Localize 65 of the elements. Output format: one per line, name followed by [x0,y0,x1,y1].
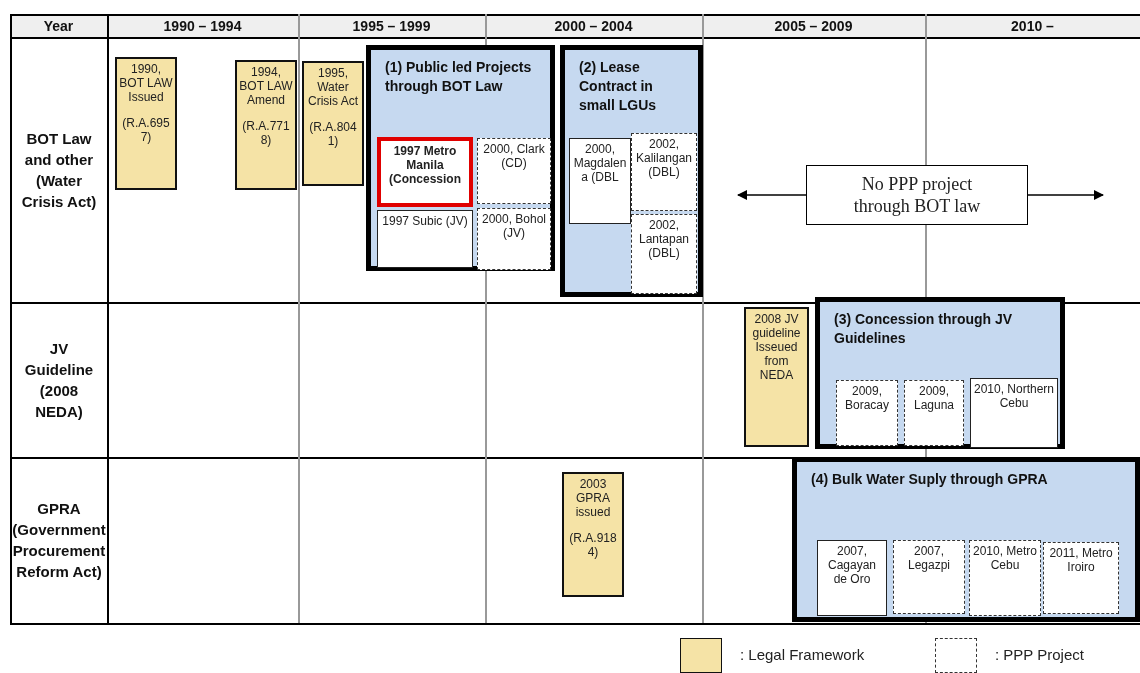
legal-framework-box [302,61,364,186]
box-text: (R.A.6957) [121,116,171,144]
box-text: 2000, Magdalena (DBL [572,142,628,184]
legend-label: : PPP Project [995,646,1084,663]
legend-label: : Legal Framework [740,646,865,663]
group-title: (1) Public led Projects through BOT Law [385,58,533,96]
row-header: BOT Law and other (Water Crisis Act) [20,128,98,212]
project-box [969,540,1041,616]
arrow [1027,190,1104,200]
group-title: (4) Bulk Water Suply through GPRA [811,470,1048,489]
column-header: 1990 – 1994 [163,16,242,36]
column-header: 1995 – 1999 [352,16,431,36]
project-box [893,540,965,614]
box-text: (R.A.7718) [241,119,291,147]
box-text: 1990, BOT LAW Issued [119,62,173,104]
box-text: 2011, Metro Iroiro [1048,546,1114,574]
box-text: (R.A.9184) [568,531,618,559]
box-text: 2002, Lantapan (DBL) [637,218,691,260]
arrow [737,190,807,200]
project-box [631,214,697,294]
box-text: (R.A.8041) [308,120,358,148]
box-text: 2010, Metro Cebu [972,544,1038,572]
project-box [631,133,697,211]
row-header: JV Guideline (2008 NEDA) [23,338,95,422]
group-title: (3) Concession through JV Guidelines [834,310,1014,348]
note-box [806,165,1028,225]
column-header: Year [43,16,74,36]
project-box [477,138,551,204]
box-text: 2000, Clark (CD) [482,142,546,170]
box-text: 2002, Kalilangan (DBL) [634,137,693,179]
project-box [377,137,473,207]
project-group-panel [366,45,555,271]
legal-framework-box [562,472,624,597]
project-group-panel [792,457,1140,622]
box-text: 2007, Cagayan de Oro [826,544,877,586]
box-text: 2010, Northern Cebu [973,382,1055,410]
box-text: 1994, BOT LAW Amend [239,65,293,107]
project-box [904,380,964,446]
group-title: (2) Lease Contract in small LGUs [579,58,658,115]
project-box [817,540,887,616]
box-text: 1997 Subic (JV) [382,214,468,228]
project-box [377,210,473,268]
column-header: 2005 – 2009 [774,16,853,36]
box-text: 2003 GPRA issued [574,477,612,519]
project-group-panel [560,45,703,297]
legal-framework-box [235,60,297,190]
box-text: 2007, Legazpi [906,544,951,572]
box-text: 2000, Bohol (JV) [480,212,548,240]
project-box [1043,542,1119,614]
project-box [477,208,551,270]
box-text: 1995, Water Crisis Act [307,66,359,108]
legal-framework-box [115,57,177,190]
box-text: 2009, Boracay [844,384,890,412]
column-header: 2010 – [1011,16,1054,36]
box-text: 1997 Metro Manila (Concession [388,144,462,186]
project-box [836,380,898,446]
project-group-panel [815,297,1065,449]
column-header: 2000 – 2004 [554,16,633,36]
box-text: 2008 JV guideline Isseued from NEDA [751,312,802,382]
legal-framework-box [744,307,809,447]
note-text: No PPP project through BOT law [852,173,982,217]
project-box [569,138,631,224]
row-header: GPRA (Government Procurement Reform Act) [12,499,106,582]
box-text: 2009, Laguna [912,384,955,412]
project-box [970,378,1058,448]
